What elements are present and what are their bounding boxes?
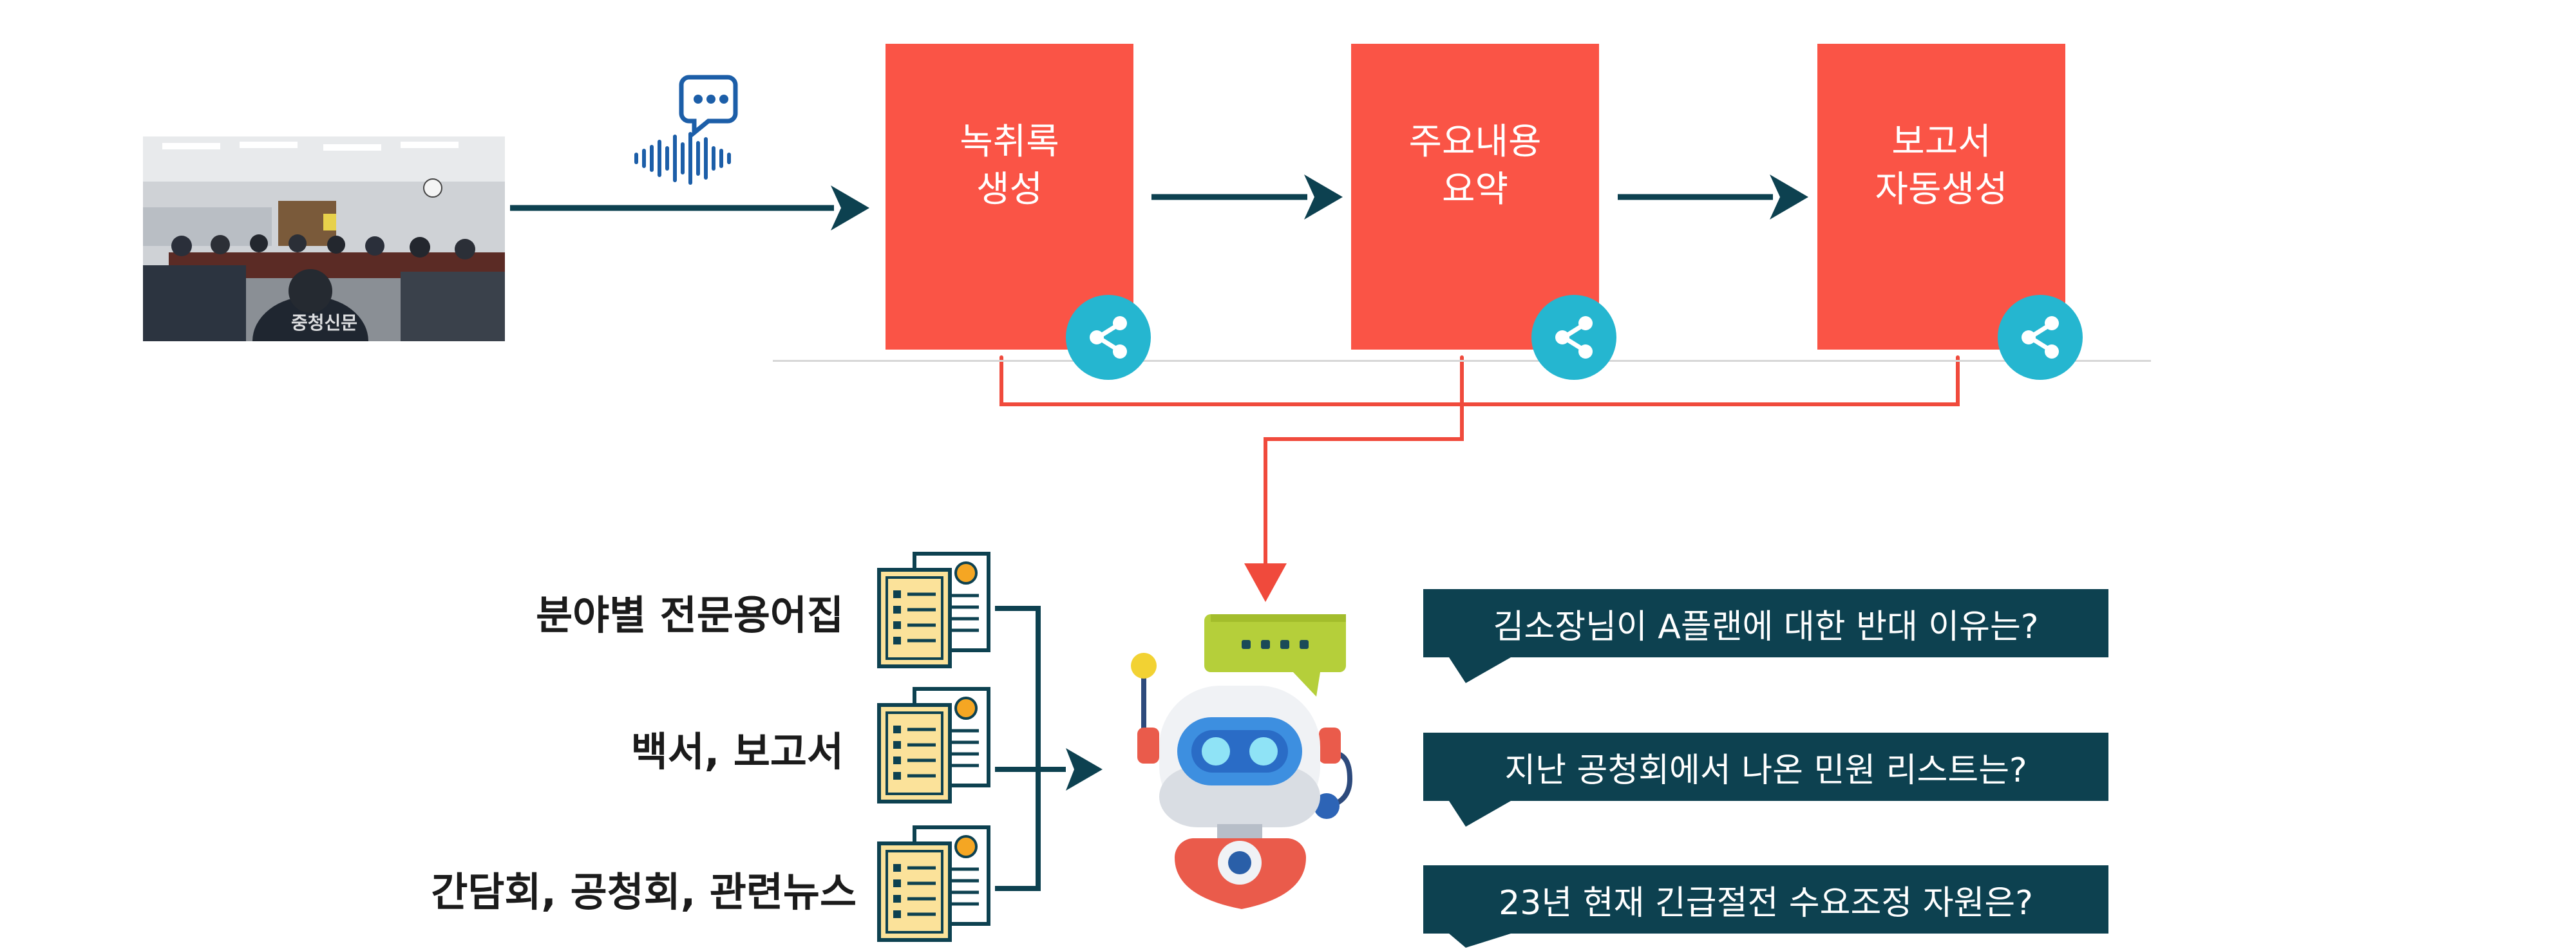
source-label-reports: 백서, 보고서 [630,728,844,775]
share-button-report[interactable] [1998,295,2083,380]
question-text: 23년 현재 긴급절전 수요조정 자원은? [1499,883,2033,923]
document-stack-icon [873,550,995,675]
step-label: 주요내용 요약 [1408,121,1542,211]
sound-wave-icon [634,132,731,185]
divider-line [773,360,2151,362]
document-stack-icon [873,824,995,949]
question-bubble-tail [1449,657,1511,683]
question-text: 지난 공청회에서 나온 민원 리스트는? [1504,751,2027,790]
question-bubble[interactable]: 지난 공청회에서 나온 민원 리스트는? [1423,733,2108,801]
meeting-photo: 중청신문 [143,136,505,341]
question-bubble-tail [1449,934,1511,948]
question-text: 김소장님이 A플랜에 대한 반대 이유는? [1493,607,2039,646]
robot-icon [1121,605,1365,917]
source-label-glossary: 분야별 전문용어집 [536,592,844,639]
question-bubble[interactable]: 23년 현재 긴급절전 수요조정 자원은? [1423,865,2108,934]
document-stack-icon [873,686,995,811]
step-label: 녹취록 생성 [960,121,1059,211]
share-icon [1090,316,1127,359]
share-icon [1555,316,1593,359]
question-bubble[interactable]: 김소장님이 A플랜에 대한 반대 이유는? [1423,589,2108,657]
photo-watermark: 중청신문 [291,312,358,334]
share-button-transcript[interactable] [1066,295,1151,380]
share-button-summary[interactable] [1531,295,1616,380]
voice-input-icon [631,72,747,191]
source-label-hearings: 간담회, 공청회, 관련뉴스 [431,869,857,916]
step-label: 보고서 자동생성 [1875,121,2008,211]
share-icon [2022,316,2059,359]
speech-bubble-icon [679,75,738,138]
question-bubble-tail [1449,801,1511,827]
